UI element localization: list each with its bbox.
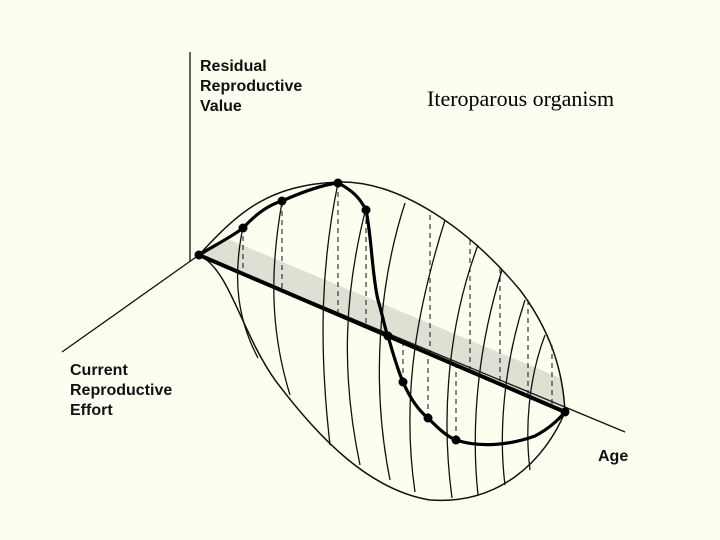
optimal-trajectory: [198, 181, 567, 447]
trajectory-points: [194, 178, 570, 445]
upper-boundary: [198, 181, 566, 413]
cross-section-curves: [236, 182, 546, 499]
section-curve: [346, 207, 367, 466]
section-curve: [501, 299, 526, 486]
trajectory-point: [333, 178, 343, 188]
residual-reproductive-value-label: Residual Reproductive Value: [200, 57, 302, 117]
section-curve: [322, 182, 339, 446]
surface-outline: [198, 181, 566, 502]
trajectory-point: [238, 223, 248, 233]
lower-boundary: [198, 254, 566, 502]
trajectory-point: [560, 407, 570, 417]
trajectory-point: [398, 377, 408, 387]
trajectory-point: [194, 250, 204, 260]
section-curve: [273, 201, 291, 396]
axis-label-line: Value: [200, 98, 242, 115]
current-reproductive-effort-label: Current Reproductive Effort: [70, 361, 172, 421]
age-label: Age: [598, 448, 629, 465]
depth-axis: [61, 254, 200, 353]
axis-label-line: Reproductive: [200, 78, 303, 95]
axis-label-line: Reproductive: [70, 382, 173, 399]
projection-lines: [242, 183, 553, 440]
ridge-line: [198, 253, 566, 414]
trajectory-point: [451, 435, 461, 445]
trajectory-point: [383, 331, 393, 341]
trajectory-point: [361, 205, 371, 215]
trajectory-point: [423, 413, 433, 423]
section-curve: [236, 226, 259, 359]
axis-label-line: Current: [70, 362, 128, 379]
slide-title: Iteroparous organism: [427, 86, 615, 111]
axis-label-line: Residual: [200, 58, 267, 75]
section-curve: [527, 334, 546, 471]
trajectory-point: [277, 196, 287, 206]
section-curve: [409, 219, 446, 493]
axis-label-line: Effort: [70, 402, 113, 419]
section-curve: [446, 244, 479, 499]
section-curve: [474, 269, 503, 496]
section-curve: [378, 202, 406, 481]
